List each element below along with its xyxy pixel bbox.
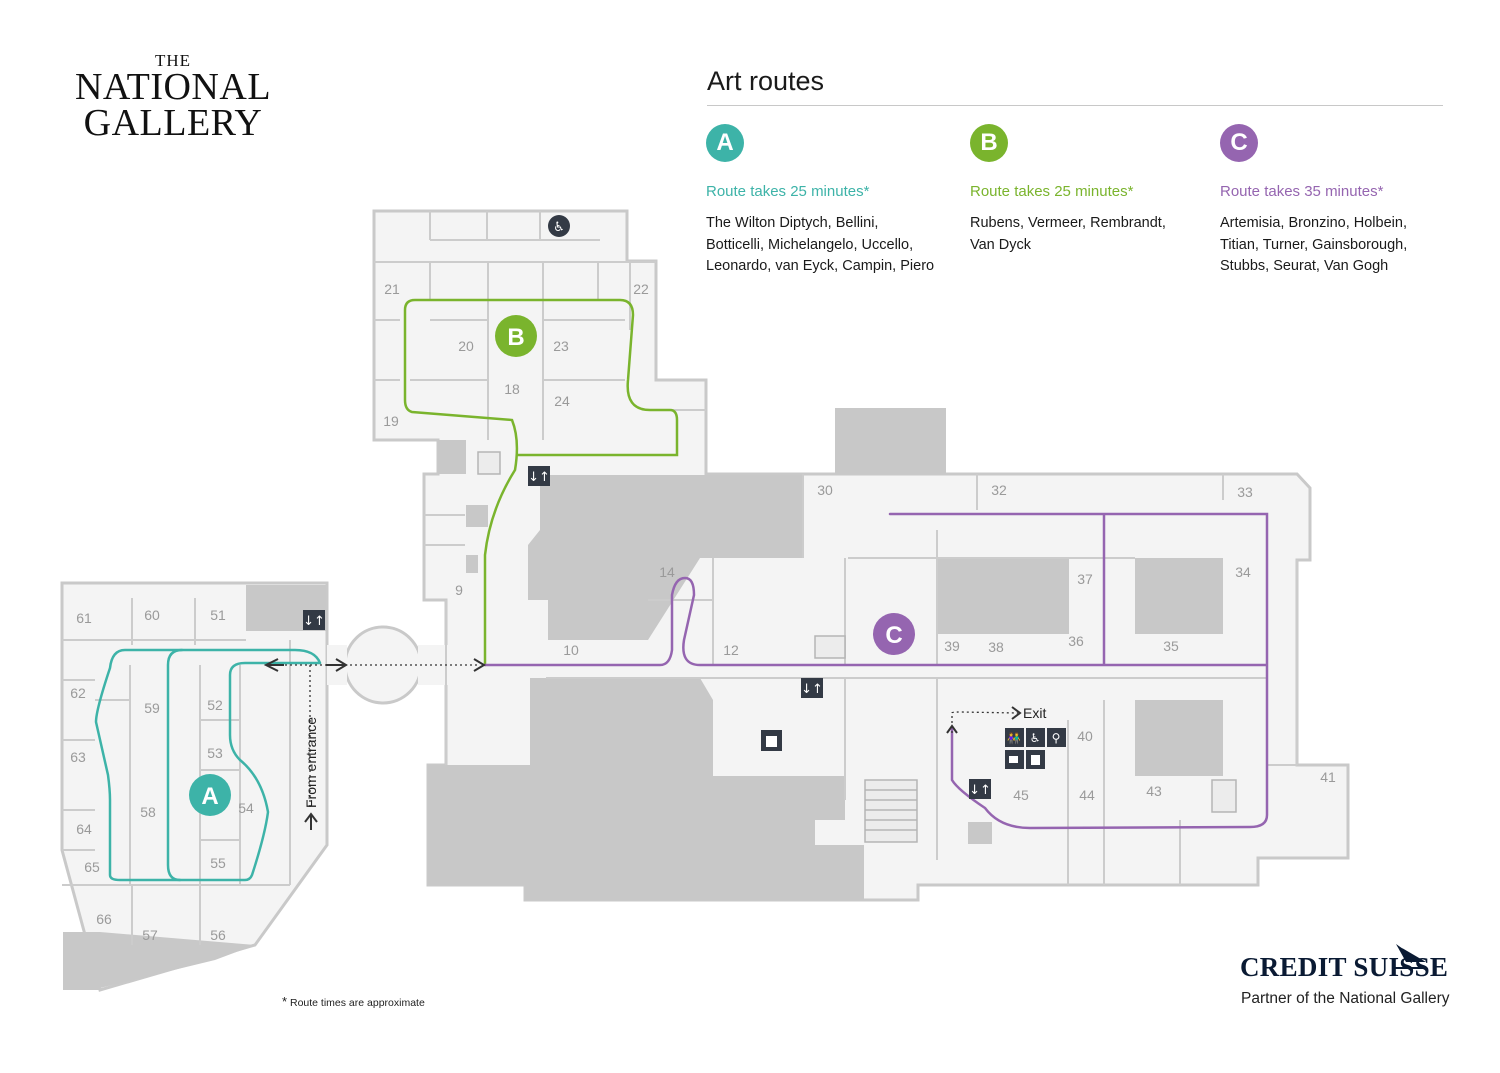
footnote-asterisk: * xyxy=(282,994,288,1009)
title-divider xyxy=(707,105,1443,106)
route-a-path xyxy=(94,648,322,882)
room-number-58: 58 xyxy=(140,804,156,820)
room-number-34: 34 xyxy=(1235,564,1251,580)
svg-text:B: B xyxy=(507,324,524,351)
room-number-65: 65 xyxy=(84,859,100,875)
room-number-32: 32 xyxy=(991,482,1007,498)
route-b-path xyxy=(403,298,679,667)
shop-icon xyxy=(761,730,782,751)
sails-icon xyxy=(1394,944,1426,969)
room-number-33: 33 xyxy=(1237,484,1253,500)
logo-line-the: THE xyxy=(154,51,192,70)
toilets-icon: 👫 xyxy=(1005,728,1024,747)
route-a-badge: A xyxy=(706,124,744,162)
room-number-59: 59 xyxy=(144,700,160,716)
lift-icon: ↓↑ xyxy=(303,610,325,630)
exit-label: Exit xyxy=(1023,705,1046,721)
route-a-legend: A Route takes 25 minutes* The Wilton Dip… xyxy=(706,124,946,278)
svg-text:♿: ♿ xyxy=(553,220,565,235)
map-badge-a: A xyxy=(189,774,231,816)
room-number-19: 19 xyxy=(383,413,399,429)
room-number-45: 45 xyxy=(1013,787,1029,803)
room-number-40: 40 xyxy=(1077,728,1093,744)
sponsor-tagline: Partner of the National Gallery xyxy=(1241,990,1450,1007)
svg-text:⚲: ⚲ xyxy=(1052,731,1061,745)
room-number-63: 63 xyxy=(70,749,86,765)
room-number-56: 56 xyxy=(210,927,226,943)
entrance-path xyxy=(263,658,1022,830)
closed-areas xyxy=(63,408,1223,990)
baby-change-icon: ⚲ xyxy=(1047,728,1066,747)
route-times-footnote: * Route times are approximate xyxy=(282,994,425,1009)
room-number-10: 10 xyxy=(563,642,579,658)
room-number-18: 18 xyxy=(504,381,520,397)
room-numbers: 21 22 20 23 18 24 19 30 32 33 14 37 34 9 39 38 36 35 10 12 4… xyxy=(70,281,1336,943)
room-number-37: 37 xyxy=(1077,571,1093,587)
route-c-legend: C Route takes 35 minutes* Artemisia, Bro… xyxy=(1220,124,1460,278)
page-title: Art routes xyxy=(707,66,825,96)
room-number-23: 23 xyxy=(553,338,569,354)
route-a-artists: The Wilton Diptych, Bellini, Botticelli,… xyxy=(706,215,935,274)
room-number-36: 36 xyxy=(1068,633,1084,649)
logo-line-national: NATIONAL xyxy=(74,66,272,108)
room-number-38: 38 xyxy=(988,639,1004,655)
stairs xyxy=(477,451,1237,843)
entrance-label: From entrance xyxy=(303,717,319,808)
room-number-53: 53 xyxy=(207,745,223,761)
cafe-icon xyxy=(1005,750,1024,769)
accessible-toilet-icon: ♿ xyxy=(1026,728,1045,747)
route-c-artists: Artemisia, Bronzino, Holbein, Titian, Tu… xyxy=(1220,215,1408,274)
room-number-14: 14 xyxy=(659,564,675,580)
lift-icon: ↓↑ xyxy=(969,779,991,799)
lift-icon: ↓↑ xyxy=(528,466,550,486)
route-b-badge: B xyxy=(970,124,1008,162)
svg-text:A: A xyxy=(201,783,218,810)
room-number-55: 55 xyxy=(210,855,226,871)
svg-text:👫: 👫 xyxy=(1007,732,1021,745)
route-b-time: Route takes 25 minutes* xyxy=(970,183,1134,200)
room-number-12: 12 xyxy=(723,642,739,658)
room-number-61: 61 xyxy=(76,610,92,626)
map-badge-b: B xyxy=(495,315,537,357)
svg-text:↓↑: ↓↑ xyxy=(969,783,991,798)
cloakroom-icon xyxy=(1026,750,1045,769)
route-b-artists: Rubens, Vermeer, Rembrandt, Van Dyck xyxy=(970,215,1166,253)
room-number-54: 54 xyxy=(238,800,254,816)
logo-line-gallery: GALLERY xyxy=(83,102,263,144)
svg-text:↓↑: ↓↑ xyxy=(303,614,325,629)
room-number-22: 22 xyxy=(633,281,649,297)
svg-text:↓↑: ↓↑ xyxy=(528,470,550,485)
room-number-39: 39 xyxy=(944,638,960,654)
room-number-24: 24 xyxy=(554,393,570,409)
lift-icon: ↓↑ xyxy=(801,678,823,698)
route-c-time: Route takes 35 minutes* xyxy=(1220,183,1384,200)
room-number-64: 64 xyxy=(76,821,92,837)
room-number-52: 52 xyxy=(207,697,223,713)
room-number-9: 9 xyxy=(455,582,463,598)
national-gallery-logo: THE NATIONAL GALLERY xyxy=(68,51,278,144)
room-number-66: 66 xyxy=(96,911,112,927)
room-number-51: 51 xyxy=(210,607,226,623)
accessible-entrance-icon: ♿ xyxy=(548,215,570,237)
route-b-legend: B Route takes 25 minutes* Rubens, Vermee… xyxy=(970,124,1210,256)
room-number-62: 62 xyxy=(70,685,86,701)
route-c-path xyxy=(483,512,1269,830)
room-number-30: 30 xyxy=(817,482,833,498)
room-number-57: 57 xyxy=(142,927,158,943)
room-number-43: 43 xyxy=(1146,783,1162,799)
svg-text:↓↑: ↓↑ xyxy=(801,682,823,697)
room-number-41: 41 xyxy=(1320,769,1336,785)
footnote-text: Route times are approximate xyxy=(289,997,425,1009)
svg-text:♿: ♿ xyxy=(1030,731,1041,745)
room-number-44: 44 xyxy=(1079,787,1095,803)
route-c-badge: C xyxy=(1220,124,1258,162)
room-number-35: 35 xyxy=(1163,638,1179,654)
svg-text:C: C xyxy=(885,622,902,649)
map-badge-c: C xyxy=(873,613,915,655)
room-number-21: 21 xyxy=(384,281,400,297)
room-number-60: 60 xyxy=(144,607,160,623)
route-a-time: Route takes 25 minutes* xyxy=(706,183,870,200)
room-number-20: 20 xyxy=(458,338,474,354)
